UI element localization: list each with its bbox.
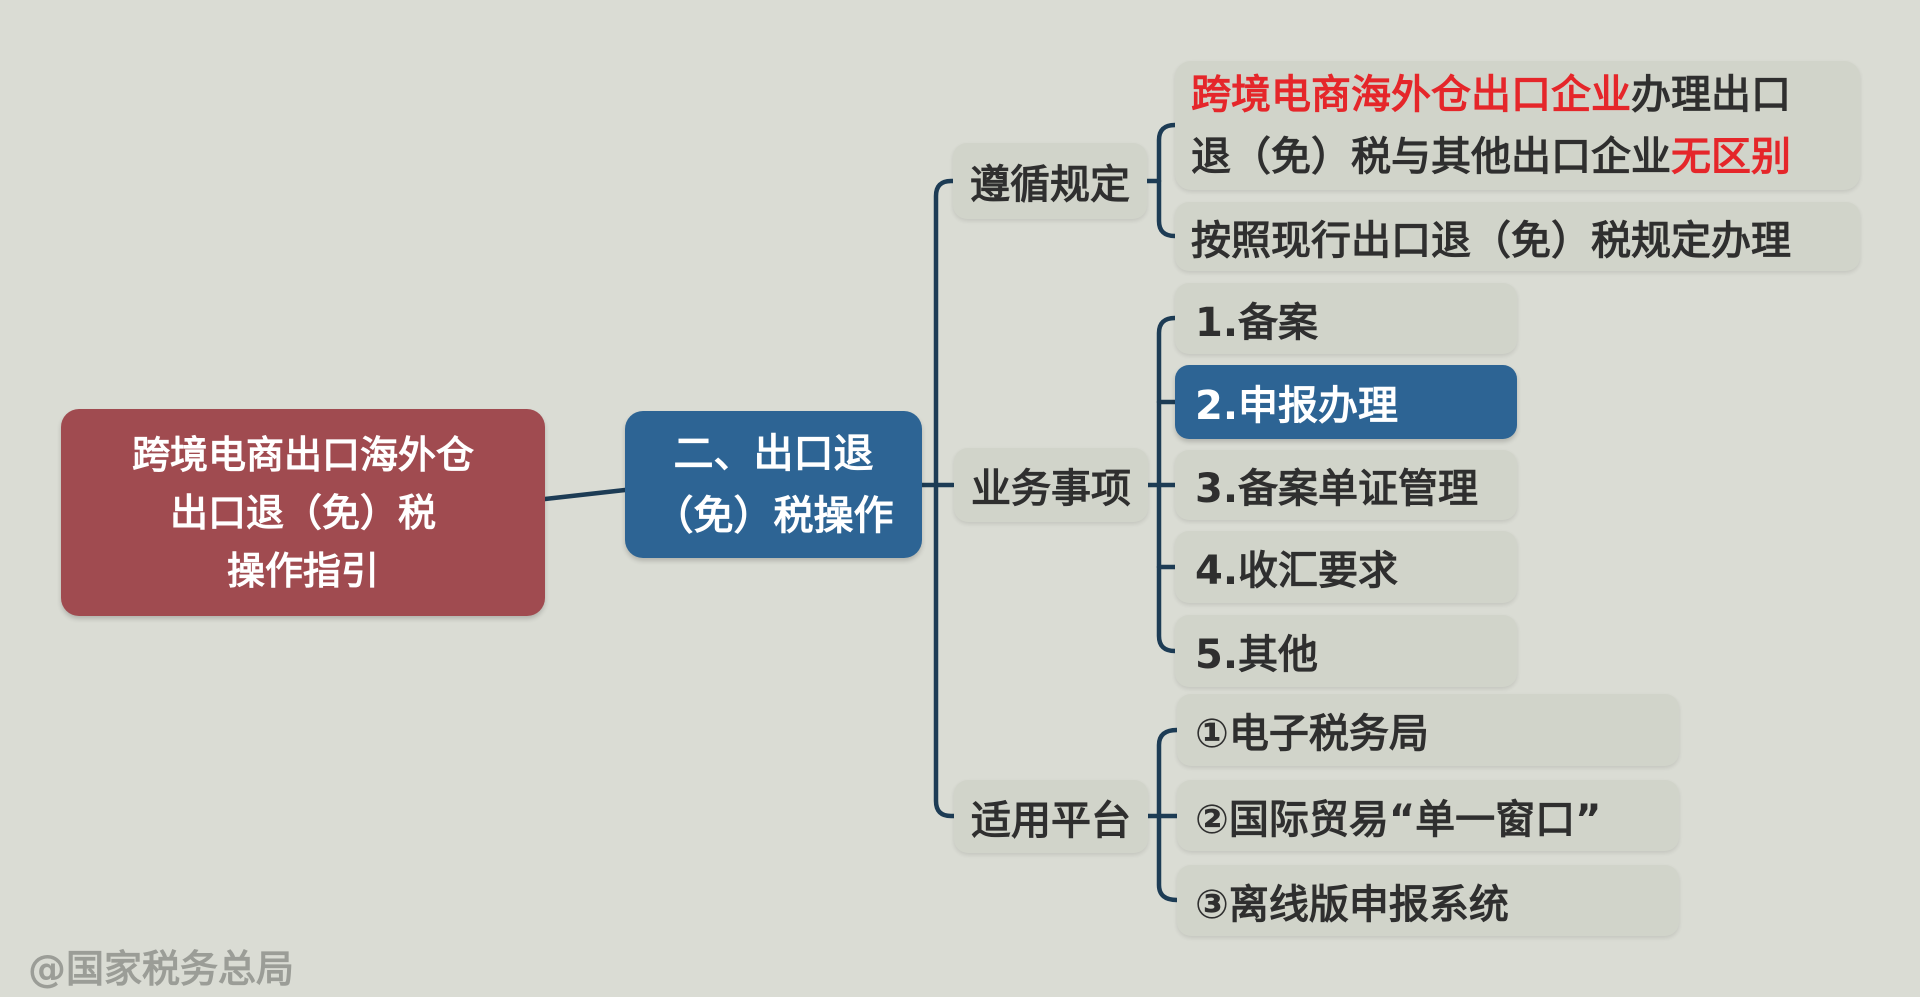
connector-root-to-main (542, 487, 628, 502)
watermark-source: @国家税务总局 (28, 947, 295, 991)
business-item-declaration-highlighted: 2.申报办理 (1175, 365, 1517, 439)
connector-biz-bracket (1156, 315, 1178, 654)
highlighted-red-text: 跨境电商海外仓出口企业 (1191, 71, 1631, 118)
main-topic-line2: （免）税操作 (653, 492, 894, 539)
connector-trunk-down-platform (933, 482, 957, 819)
platform-item-offline-system: ③离线版申报系统 (1177, 865, 1679, 936)
connector-platform-bracket (1156, 727, 1180, 903)
connector-trunk-up-rule (933, 178, 956, 488)
branch-label-business: 业务事项 (954, 448, 1148, 522)
main-topic: 二、出口退 （免）税操作 (625, 411, 922, 558)
body-text: 办理出口 (1631, 71, 1791, 118)
rule-child-line2: 退（免）税与其他出口企业无区别 (1191, 126, 1844, 188)
body-text: 退（免）税与其他出口企业 (1191, 133, 1671, 180)
branch-label-platforms: 适用平台 (954, 780, 1148, 853)
highlighted-red-text: 无区别 (1671, 133, 1791, 180)
root-topic-line2: 出口退（免）税 (169, 490, 436, 535)
root-topic-line1: 跨境电商出口海外仓 (131, 432, 474, 477)
rule-child-no-difference: 跨境电商海外仓出口企业办理出口 退（免）税与其他出口企业无区别 (1175, 61, 1860, 190)
business-item-filing: 1.备案 (1175, 283, 1517, 354)
rule-child-current-rules: 按照现行出口退（免）税规定办理 (1175, 202, 1860, 271)
rule-child-line1: 跨境电商海外仓出口企业办理出口 (1191, 64, 1844, 126)
root-topic-line3: 操作指引 (226, 548, 379, 593)
main-topic-line1: 二、出口退 (673, 430, 874, 477)
business-item-document-management: 3.备案单证管理 (1175, 450, 1517, 520)
business-item-forex-collection: 4.收汇要求 (1175, 531, 1517, 603)
connector-rule-bracket (1156, 122, 1178, 239)
business-item-other: 5.其他 (1175, 615, 1517, 687)
root-topic: 跨境电商出口海外仓 出口退（免）税 操作指引 (61, 409, 545, 616)
branch-label-rules: 遵循规定 (953, 143, 1147, 219)
platform-item-etax-bureau: ①电子税务局 (1177, 694, 1679, 766)
platform-item-single-window: ②国际贸易“单一窗口” (1177, 780, 1679, 851)
